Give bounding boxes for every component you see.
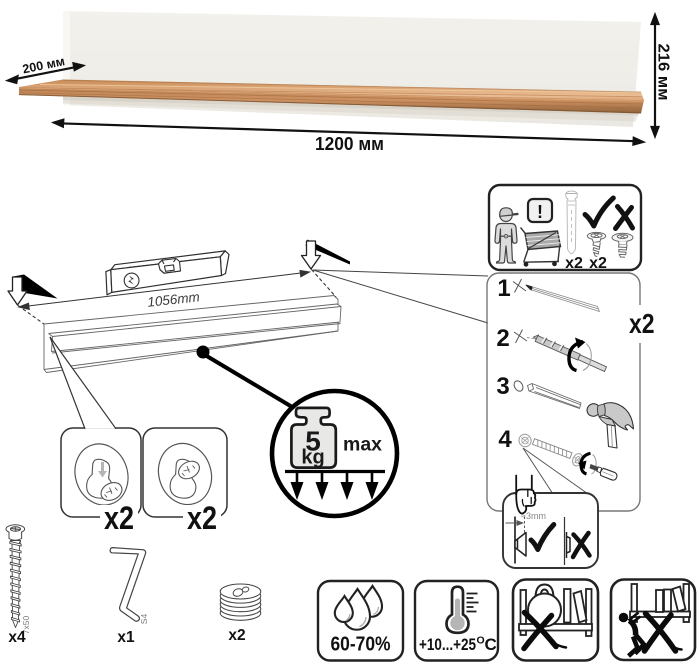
svg-text:1: 1 [497,275,510,302]
svg-text:x2: x2 [589,255,607,272]
svg-text:x2: x2 [565,255,583,272]
svg-text:kg: kg [301,447,324,469]
svg-text:O: O [477,635,485,647]
svg-text:x2: x2 [228,627,245,644]
svg-text:max: max [343,434,382,456]
svg-text:S4: S4 [139,614,149,625]
svg-text:60-70%: 60-70% [331,634,391,656]
svg-text:x2: x2 [629,308,655,339]
svg-text:7х50: 7х50 [21,616,31,635]
svg-text:!: ! [537,202,543,222]
svg-text:+10...+25: +10...+25 [419,635,476,654]
svg-text:2: 2 [496,325,509,352]
svg-text:3: 3 [496,373,509,400]
svg-text:5: 5 [305,426,321,457]
svg-text:x2: x2 [104,500,134,536]
svg-text:216 мм: 216 мм [655,44,672,101]
svg-text:C: C [485,635,497,654]
svg-text:x1: x1 [117,629,135,646]
svg-text:x4: x4 [8,629,26,646]
svg-text:4: 4 [498,426,512,453]
svg-text:x2: x2 [187,500,217,536]
svg-text:≈3mm: ≈3mm [521,511,546,521]
svg-text:1200 мм: 1200 мм [315,133,384,154]
svg-text:1056mm: 1056mm [147,289,201,309]
